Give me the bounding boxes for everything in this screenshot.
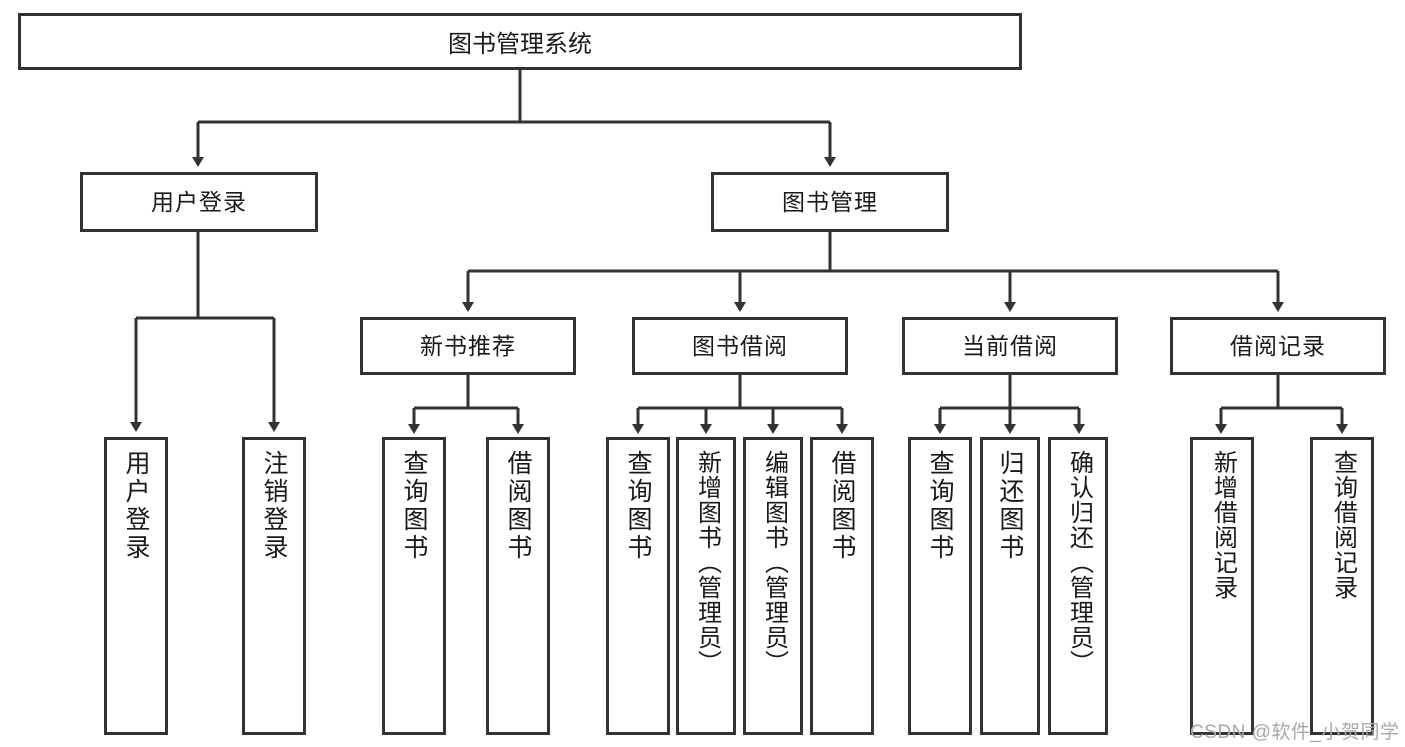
node-label: 用户登录: [122, 450, 150, 562]
node-label: 编辑图书（管理员）: [760, 450, 788, 675]
node-label: 新增借阅记录: [1209, 450, 1237, 600]
node-leaf-query-book[interactable]: 查询图书: [606, 437, 670, 735]
watermark-text: CSDN @软件_小贺同学: [1190, 722, 1400, 743]
node-leaf-query-book-current[interactable]: 查询图书: [908, 437, 972, 735]
node-new-book-recommend[interactable]: 新书推荐: [360, 317, 576, 375]
node-label: 图书管理: [782, 188, 878, 215]
node-borrow-record[interactable]: 借阅记录: [1170, 317, 1386, 375]
node-leaf-logout[interactable]: 注销登录: [242, 437, 306, 735]
node-label: 查询图书: [926, 450, 954, 562]
node-label: 查询图书: [624, 450, 652, 562]
node-leaf-edit-book-admin[interactable]: 编辑图书（管理员）: [743, 437, 803, 735]
node-leaf-add-book-admin[interactable]: 新增图书（管理员）: [676, 437, 736, 735]
node-label: 借阅记录: [1230, 332, 1326, 359]
node-root-system[interactable]: 图书管理系统: [18, 13, 1022, 70]
node-label: 图书管理系统: [448, 31, 592, 58]
node-leaf-borrow-book-new[interactable]: 借阅图书: [486, 437, 550, 735]
node-leaf-query-book-new[interactable]: 查询图书: [382, 437, 446, 735]
node-label: 当前借阅: [962, 332, 1058, 359]
csdn-watermark: CSDN @软件_小贺同学: [1190, 717, 1399, 744]
node-book-borrow[interactable]: 图书借阅: [632, 317, 848, 375]
node-label: 注销登录: [260, 450, 288, 562]
node-leaf-confirm-return-admin[interactable]: 确认归还（管理员）: [1048, 437, 1108, 735]
node-label: 借阅图书: [828, 450, 856, 562]
node-label: 归还图书: [996, 450, 1024, 562]
node-current-borrow[interactable]: 当前借阅: [902, 317, 1118, 375]
node-leaf-query-borrow-record[interactable]: 查询借阅记录: [1310, 437, 1374, 735]
node-user-login[interactable]: 用户登录: [80, 172, 318, 232]
node-leaf-add-borrow-record[interactable]: 新增借阅记录: [1190, 437, 1254, 735]
node-leaf-return-book[interactable]: 归还图书: [980, 437, 1040, 735]
node-label: 确认归还（管理员）: [1065, 450, 1093, 675]
node-label: 查询借阅记录: [1329, 450, 1357, 600]
node-book-management[interactable]: 图书管理: [711, 172, 949, 232]
node-leaf-borrow-book[interactable]: 借阅图书: [810, 437, 874, 735]
node-label: 查询图书: [400, 450, 428, 562]
node-label: 图书借阅: [692, 332, 788, 359]
node-label: 新书推荐: [420, 332, 516, 359]
node-label: 借阅图书: [504, 450, 532, 562]
node-label: 新增图书（管理员）: [693, 450, 721, 675]
node-label: 用户登录: [151, 188, 247, 215]
node-leaf-user-login[interactable]: 用户登录: [104, 437, 168, 735]
